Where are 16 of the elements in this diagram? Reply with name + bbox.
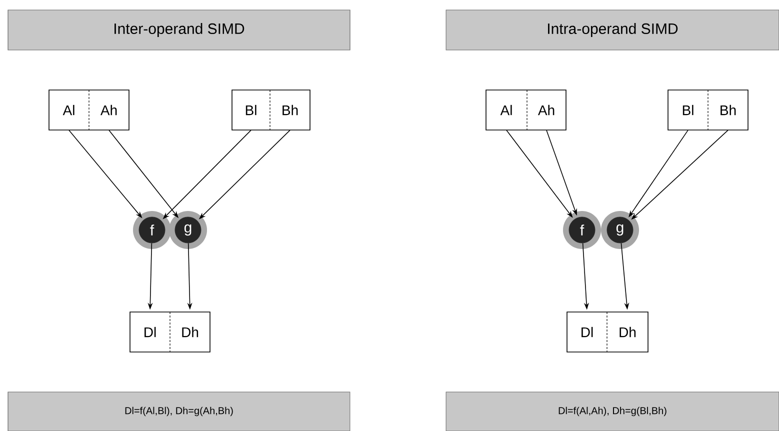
- register-field: Bl: [682, 104, 694, 116]
- register-field: Ah: [100, 104, 117, 116]
- register-field: Dh: [182, 326, 198, 338]
- register-field: Bh: [720, 104, 736, 116]
- register-field: Dl: [582, 326, 593, 338]
- formula-band: Dl=f(Al,Ah), Dh=g(Bl,Bh): [446, 392, 779, 431]
- register-field: Bh: [282, 104, 298, 116]
- register-field: Ah: [538, 104, 554, 116]
- register-field: Bl: [246, 104, 256, 116]
- title-band: Intra-operand SIMD: [446, 10, 779, 50]
- register-field: Dl: [144, 326, 156, 338]
- title-band: Inter-operand SIMD: [8, 10, 350, 50]
- formula-band: Dl=f(Al,Bl), Dh=g(Ah,Bh): [8, 392, 350, 431]
- register-field: Dh: [620, 326, 636, 338]
- register-field: Al: [62, 104, 74, 116]
- register-field: Al: [500, 104, 512, 116]
